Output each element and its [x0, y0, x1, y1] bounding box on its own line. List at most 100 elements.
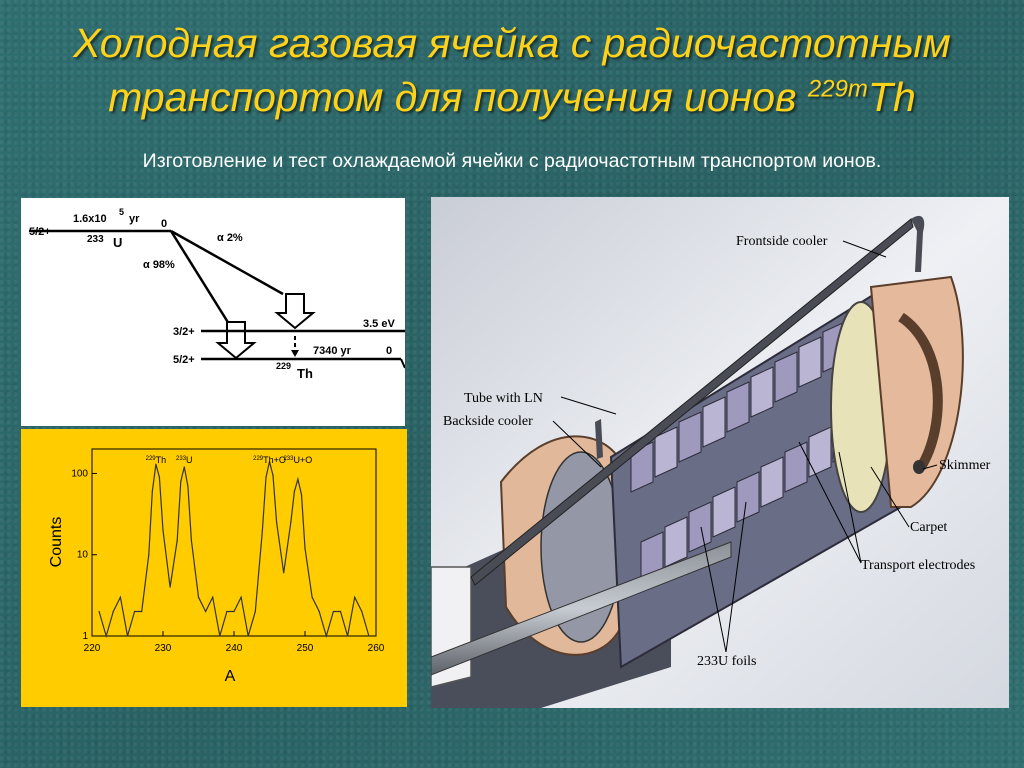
peak-label-mass-1: 233 — [176, 456, 187, 462]
leader-foils-2 — [725, 501, 747, 653]
th229-mass: 229 — [276, 361, 291, 371]
title-line-2: транспортом для получения ионов 229mTh — [0, 70, 1024, 124]
spectrum-point — [98, 610, 100, 613]
spectrum-point — [134, 610, 136, 613]
frontside-flange — [869, 275, 964, 508]
electrode-ring — [678, 411, 702, 463]
spectrum-point — [187, 485, 189, 487]
peak-label-text-3: U+O — [294, 455, 313, 465]
electrode-ring — [664, 516, 688, 568]
alpha-98-arrow — [215, 321, 257, 360]
label-u233-foils: 233U foils — [697, 654, 757, 669]
ground-spin: 5/2+ — [173, 354, 195, 366]
gas-cell-drawing-panel: Frontside cooler Tube with LN Backside c… — [431, 197, 1009, 708]
spectrum-point — [240, 596, 242, 598]
u233-halflife-exp: 5 — [119, 207, 124, 217]
spectrum-point — [190, 539, 192, 542]
electrode-ring — [736, 471, 760, 523]
leader-frontside-cooler — [842, 240, 887, 258]
leader-backside-cooler — [552, 420, 602, 468]
spectrum-point — [339, 610, 342, 613]
ln-tube-bend-back — [595, 419, 603, 459]
electrode-ring — [808, 426, 832, 478]
alpha-98-line — [169, 230, 231, 325]
title-line-2-text: транспортом для получения ионов — [108, 74, 808, 120]
spectrum-point — [247, 635, 249, 637]
spectrum-point — [180, 480, 182, 482]
gas-cell-drawing: Frontside cooler Tube with LN Backside c… — [431, 197, 1009, 708]
spectrum-point — [297, 478, 299, 480]
title-isotope-mass: 229m — [807, 75, 868, 103]
spectrum-point — [300, 493, 303, 496]
alpha-98-label: α 98% — [143, 259, 175, 271]
peak-label-mass-2: 229 — [253, 456, 264, 462]
th229-energy: 0 — [386, 345, 392, 357]
spectrum-point — [162, 529, 164, 531]
spectrum-point — [148, 554, 150, 556]
electrode-ring — [784, 441, 808, 493]
isomer-energy: 3.5 eV — [363, 318, 395, 330]
peak-label-2: 229Th+O — [253, 455, 286, 465]
isomer-transition-arrowhead — [291, 350, 299, 357]
title-isotope-symbol: Th — [867, 74, 916, 120]
spectrum-point — [105, 635, 107, 637]
peak-label-mass-3: 233 — [284, 456, 295, 462]
spectrum-point — [347, 635, 349, 637]
spectrum-point — [151, 490, 153, 493]
label-tube-ln: Tube with LN — [464, 391, 543, 406]
u233-symbol: U — [113, 235, 122, 250]
x-tick-label-4: 260 — [368, 643, 385, 654]
slide-title: Холодная газовая ячейка с радиочастотным… — [0, 16, 1024, 124]
label-carpet: Carpet — [910, 520, 947, 535]
spectrum-point — [233, 610, 235, 613]
label-transport-electrodes: Transport electrodes — [861, 558, 975, 573]
electrode-ring — [750, 366, 774, 418]
spectrum-point — [283, 572, 285, 574]
spectrum-point — [272, 474, 274, 476]
y-tick-label-1: 10 — [77, 550, 89, 561]
peak-label-0: 229Th — [146, 455, 167, 465]
electrode-ring — [774, 351, 798, 403]
u233-halflife-unit: yr — [129, 213, 140, 225]
x-tick-label-0: 220 — [84, 643, 101, 654]
y-axis-label: Counts — [48, 517, 65, 568]
leader-transport-electrodes-1 — [838, 451, 862, 564]
spectrum-point — [311, 596, 313, 598]
spectrum-point — [226, 610, 228, 613]
skimmer-cone — [898, 312, 943, 470]
label-frontside-cooler: Frontside cooler — [736, 234, 828, 249]
spectrum-point — [361, 610, 363, 613]
leader-carpet — [870, 466, 910, 528]
spectrum-point — [293, 490, 295, 493]
leader-skimmer — [922, 464, 938, 470]
peak-label-mass-0: 229 — [146, 456, 157, 462]
u233-spin: 5/2+ — [29, 226, 51, 238]
title-line-1: Холодная газовая ячейка с радиочастотным — [73, 20, 951, 66]
peak-label-text-2: Th+O — [263, 455, 286, 465]
ln-tube — [470, 218, 914, 586]
spectrum-point — [205, 610, 207, 613]
label-skimmer: Skimmer — [939, 458, 991, 473]
spectrum-point — [254, 610, 256, 613]
decay-scheme-panel: 5/2+ 1.6x10 5 yr 233 U 0 α 2% α 98% 3/2+… — [21, 198, 406, 426]
electrode-ring — [726, 381, 750, 433]
spectrum-point — [368, 635, 370, 637]
leader-tube-ln — [560, 396, 617, 415]
peak-label-text-1: U — [186, 455, 193, 465]
peak-label-3: 233U+O — [284, 455, 313, 465]
spectrum-point — [155, 463, 157, 465]
plot-frame — [91, 448, 377, 637]
x-axis-label: A — [225, 668, 236, 685]
electrode-ring — [798, 336, 822, 388]
spectrum-point — [318, 610, 320, 613]
spectrum-point — [183, 466, 185, 468]
spectrum-point — [176, 539, 178, 542]
u233-halflife: 1.6x10 — [73, 213, 107, 225]
alpha-2-label: α 2% — [217, 232, 243, 244]
spectrum-point — [276, 521, 278, 523]
x-tick-label-2: 240 — [226, 643, 243, 654]
peak-label-1: 233U — [176, 455, 193, 465]
